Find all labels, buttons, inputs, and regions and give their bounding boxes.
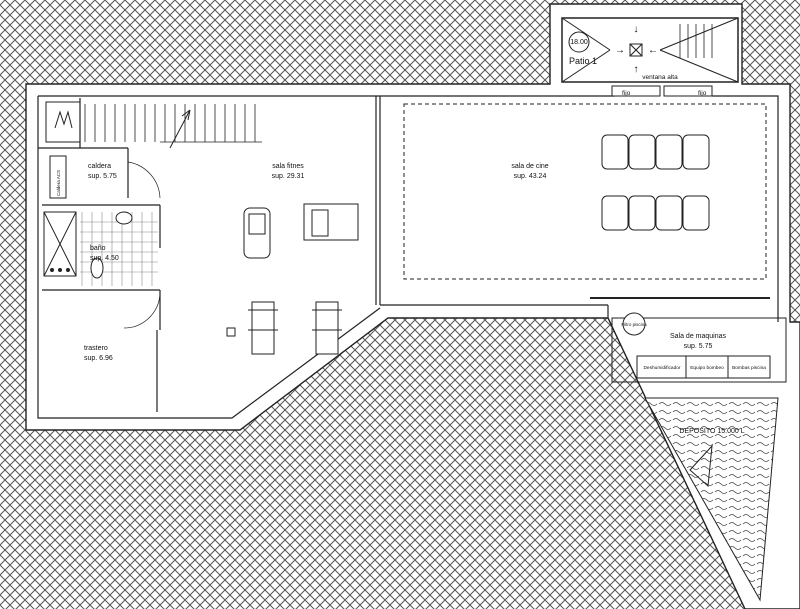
patio-window-label: ventana alta (642, 74, 678, 81)
patio-level: 18.00 (570, 39, 588, 46)
dehumidifier-label: Deshumidificador (643, 365, 680, 371)
svg-text:←: ← (648, 45, 658, 56)
caldera-name: caldera (88, 163, 111, 170)
storage-name: trastero (84, 345, 108, 352)
patio-label: Patio 1 (569, 56, 597, 66)
shower-icon (43, 211, 77, 277)
fitness-name: sala fitnes (272, 163, 304, 170)
fitness-area: sup. 29.31 (272, 173, 305, 180)
window-fijo-right (663, 85, 713, 97)
bathroom-name: baño (90, 245, 106, 252)
deposit-access-icon (689, 444, 713, 488)
sink-icon (115, 211, 133, 225)
bathroom-area: sup. 4.50 (90, 255, 119, 262)
bathroom-tiles (80, 212, 158, 286)
machine-room-name: Sala de maquinas (670, 333, 727, 340)
storage-area: sup. 6.96 (84, 355, 113, 362)
boiler-icon (45, 101, 81, 143)
caldera-acs-box (49, 155, 67, 199)
machine-room-area: sup. 5.75 (684, 343, 713, 350)
deposit-label: DEPOSITO 15.000 L (679, 428, 744, 435)
toilet-icon (90, 257, 104, 279)
pump-equipment-label: Equipo bombeo (690, 365, 724, 371)
pool-pumps-box (727, 355, 771, 379)
pool-filter-label: Filtro piscina (621, 322, 647, 327)
outer-walls (37, 95, 779, 419)
window-fijo-left (611, 85, 661, 97)
window-left-label: fijo (622, 90, 631, 97)
deposit-area (644, 397, 779, 602)
cinema-name: sala de cine (511, 163, 548, 170)
machine-room-walls (611, 317, 787, 383)
cinema-seats (601, 134, 710, 231)
caldera-area: sup. 5.75 (88, 173, 117, 180)
stair-arrow-icon (169, 109, 191, 149)
svg-text:↑: ↑ (634, 64, 639, 75)
cinema-area: sup. 43.24 (514, 173, 547, 180)
gym-equipment (226, 203, 359, 355)
svg-text:↓: ↓ (634, 24, 639, 35)
patio-1: ↓ ↑ → ← (561, 17, 739, 83)
pool-filter-icon (622, 312, 646, 336)
staircase (84, 104, 262, 143)
window-right-label: fijo (698, 90, 707, 97)
caldera-acs-label: Caldera ACS (56, 170, 61, 196)
svg-text:→: → (615, 45, 625, 56)
pool-pumps-label: Bombas piscina (732, 365, 766, 371)
cinema-dashed-area (403, 103, 767, 280)
